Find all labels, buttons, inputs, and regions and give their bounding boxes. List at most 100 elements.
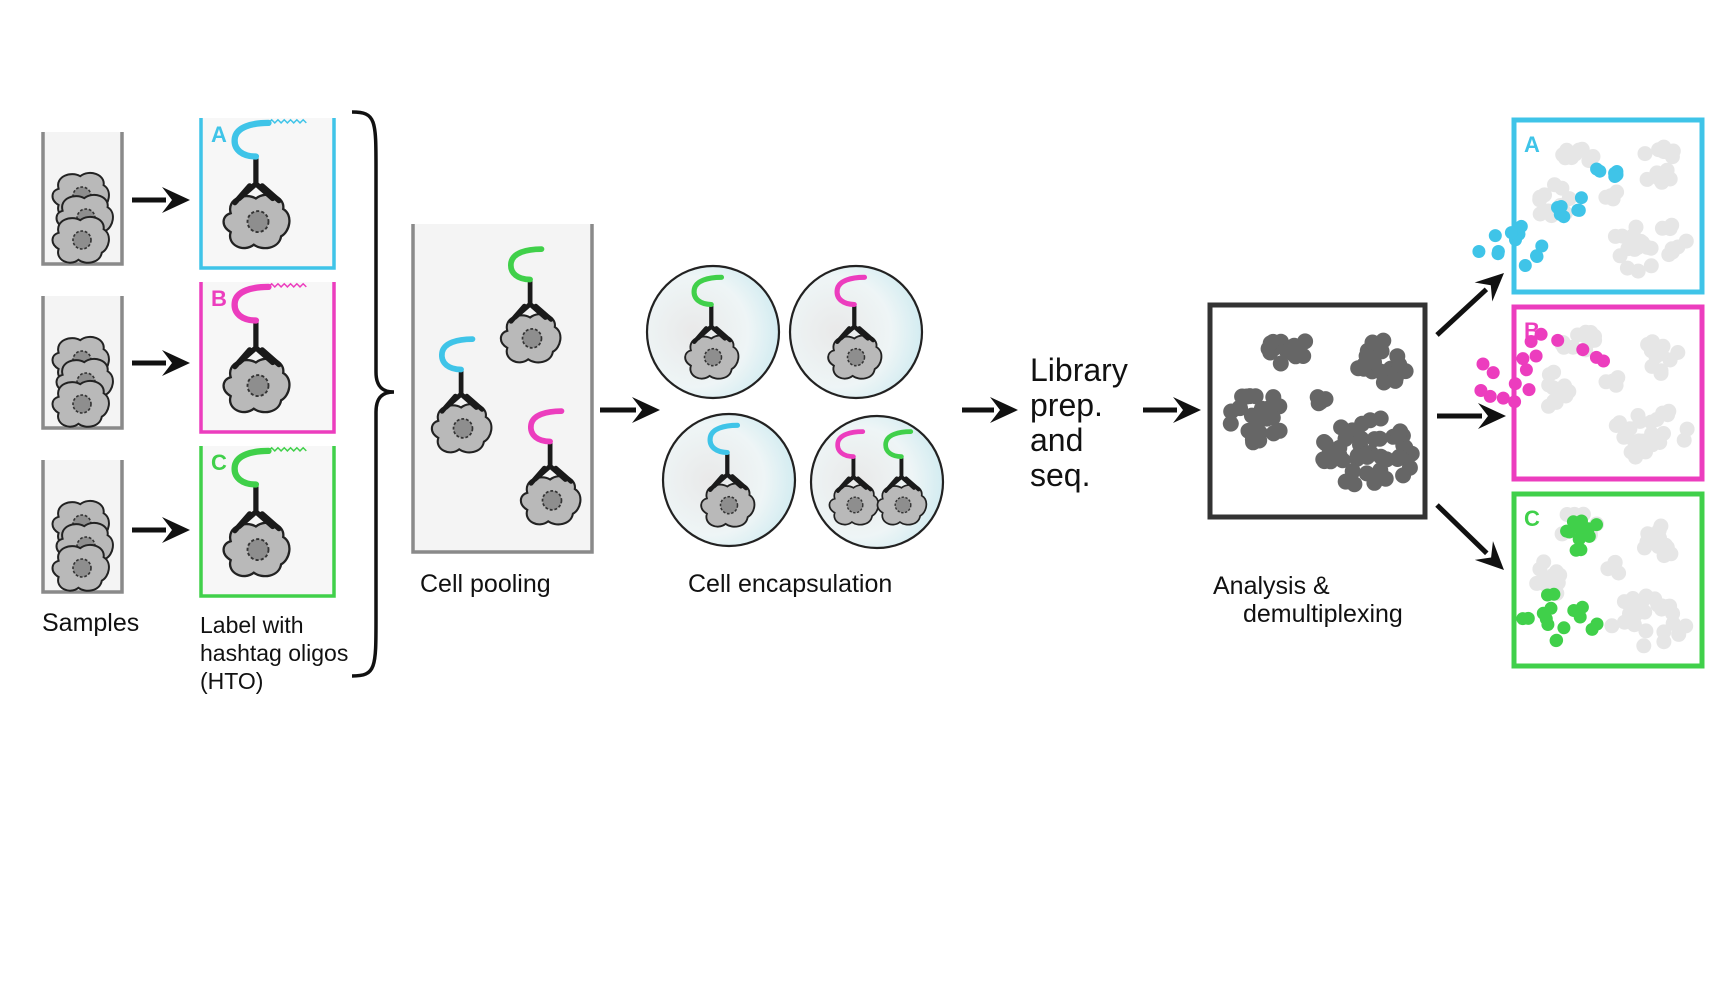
antibody-icon	[439, 369, 485, 414]
labeled-cell-icon	[222, 118, 307, 250]
assigned-dot	[1529, 349, 1543, 363]
background-dot	[1636, 638, 1652, 654]
assigned-dot	[1508, 395, 1522, 409]
assigned-dot	[1572, 532, 1586, 546]
cluster-dot	[1356, 356, 1373, 373]
assigned-dot	[1483, 389, 1497, 403]
assigned-dot	[1585, 622, 1599, 636]
sample-tube	[41, 132, 124, 266]
cell-icon	[222, 357, 291, 414]
background-dot	[1617, 614, 1632, 630]
label-tube-b	[199, 282, 336, 434]
encapsulation-label: Cell encapsulation	[688, 570, 893, 598]
assigned-dot	[1590, 518, 1603, 532]
sample-tube	[41, 460, 124, 594]
assigned-dot	[1530, 249, 1543, 263]
cluster-group	[1222, 332, 1420, 493]
arrow-right-icon	[1143, 397, 1201, 423]
labeled-cell-icon	[222, 282, 307, 414]
antibody-icon	[835, 456, 873, 493]
assigned-dot	[1524, 335, 1538, 348]
background-dot	[1676, 432, 1692, 448]
labeled-cell-icon	[499, 246, 562, 364]
labeling-label-line2: hashtag oligos	[200, 640, 349, 666]
assigned-dot	[1575, 600, 1589, 614]
brace-icon	[351, 110, 395, 678]
hto-oligo-icon	[834, 274, 868, 308]
antibody-icon	[883, 456, 921, 493]
background-dot	[1630, 233, 1645, 249]
assigned-dot	[1514, 219, 1528, 233]
background-dot	[1612, 248, 1628, 264]
cluster-dot	[1373, 343, 1390, 360]
cell-icon	[51, 216, 110, 264]
background-dot	[1608, 418, 1624, 433]
labeling-label-line3: (HTO)	[200, 668, 264, 694]
cluster-dot	[1362, 412, 1379, 429]
cell-icon	[222, 521, 291, 578]
demux-panel	[1511, 491, 1705, 669]
assigned-dot	[1518, 259, 1532, 272]
background-dot	[1628, 604, 1643, 620]
assigned-dot	[1560, 524, 1574, 538]
assigned-dot	[1472, 245, 1486, 258]
background-dot	[1546, 393, 1562, 409]
background-dot	[1607, 228, 1623, 244]
background-dot	[1656, 139, 1672, 155]
hto-oligo-icon	[707, 422, 741, 456]
background-dot	[1611, 565, 1627, 581]
assigned-dot	[1522, 383, 1536, 397]
labeled-cell-icon	[827, 274, 883, 380]
assigned-dot	[1486, 366, 1500, 380]
cell-icon	[700, 482, 756, 528]
cluster-dot	[1366, 474, 1383, 491]
cluster-dot	[1337, 430, 1354, 447]
assigned-dot	[1576, 343, 1590, 357]
hto-oligo-icon	[231, 118, 307, 160]
cluster-dot	[1395, 467, 1412, 484]
assigned-dot	[1519, 363, 1533, 377]
cluster-dot	[1316, 434, 1333, 450]
arrow-right-icon	[1435, 273, 1504, 337]
panel-b-letter: B	[1524, 318, 1540, 343]
assigned-dot	[1516, 352, 1530, 366]
arrow-right-icon	[132, 517, 190, 543]
assigned-dot	[1491, 247, 1505, 261]
hto-oligo-icon	[508, 246, 545, 283]
cluster-dot	[1234, 388, 1251, 405]
arrow-right-icon	[600, 397, 660, 423]
background-dot	[1532, 561, 1548, 577]
cluster-dot	[1315, 451, 1332, 468]
library-line2: prep.	[1030, 387, 1103, 423]
background-dot	[1638, 588, 1654, 604]
arrow-right-icon	[1437, 403, 1506, 429]
assigned-dot	[1536, 606, 1550, 620]
antibody-icon	[232, 155, 282, 206]
hto-oligo-icon	[231, 446, 307, 488]
background-dot	[1616, 429, 1632, 445]
background-dot	[1670, 345, 1686, 360]
cell-icon	[684, 334, 740, 380]
tube-a-letter: A	[211, 122, 227, 147]
antibody-icon	[708, 452, 749, 493]
cluster-dot	[1312, 393, 1329, 410]
cluster-dot	[1353, 430, 1370, 447]
droplet-icon	[645, 264, 781, 400]
cell-icon	[827, 334, 883, 380]
labeled-cell-icon	[519, 408, 582, 526]
hto-oligo-icon	[528, 408, 565, 445]
background-dot	[1604, 618, 1620, 634]
assigned-dot	[1508, 377, 1522, 391]
cluster-dot	[1390, 427, 1407, 444]
background-dot	[1598, 374, 1614, 390]
cell-icon	[51, 544, 110, 592]
droplet-icon	[661, 412, 797, 548]
assigned-dot	[1534, 327, 1548, 341]
panel-c-letter: C	[1524, 506, 1540, 531]
cluster-dot	[1378, 451, 1395, 468]
background-dot	[1605, 191, 1621, 207]
background-dot	[1664, 241, 1680, 257]
demux-panel	[1474, 304, 1705, 482]
background-dot	[1529, 575, 1545, 591]
